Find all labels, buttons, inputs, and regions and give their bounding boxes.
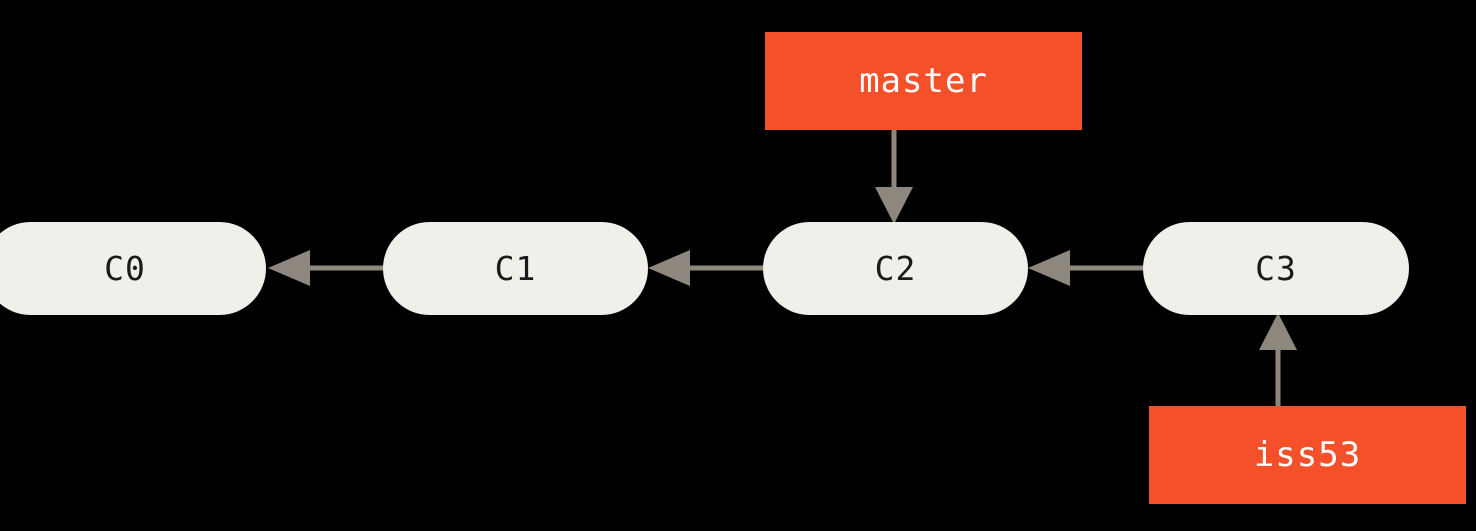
arrow-iss53-to-c3 bbox=[1259, 313, 1297, 408]
branch-label-iss53[interactable]: iss53 bbox=[1149, 406, 1466, 504]
commit-node-c0[interactable]: C0 bbox=[0, 222, 266, 315]
branch-label-master[interactable]: master bbox=[765, 32, 1082, 130]
commit-label-c0: C0 bbox=[104, 249, 146, 288]
arrow-master-to-c2 bbox=[875, 129, 913, 224]
commit-label-c1: C1 bbox=[494, 249, 537, 288]
commit-node-c1[interactable]: C1 bbox=[383, 222, 648, 315]
commit-node-c3[interactable]: C3 bbox=[1143, 222, 1409, 315]
branch-label-iss53-text: iss53 bbox=[1253, 435, 1362, 475]
branch-label-master-text: master bbox=[859, 61, 988, 101]
commit-label-c2: C2 bbox=[874, 249, 917, 288]
commit-node-c2[interactable]: C2 bbox=[763, 222, 1028, 315]
commit-label-c3: C3 bbox=[1255, 249, 1297, 288]
